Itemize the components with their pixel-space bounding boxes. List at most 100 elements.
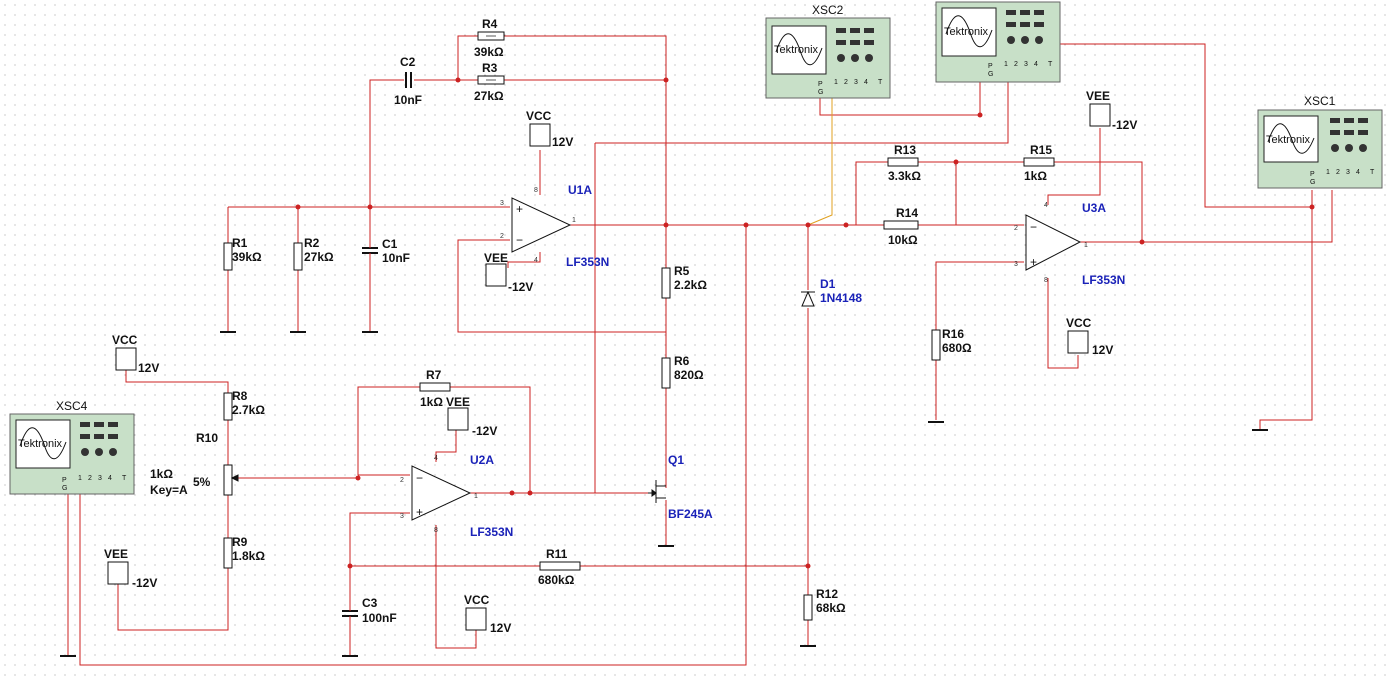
- potentiometer-wiper[interactable]: [230, 474, 239, 482]
- svg-text:G: G: [1310, 179, 1315, 186]
- capacitor-c2[interactable]: [405, 72, 412, 88]
- svg-text:4: 4: [1356, 169, 1360, 176]
- c1-value: 10nF: [382, 251, 410, 265]
- resistor-r15-body[interactable]: [1023, 157, 1055, 167]
- svg-text:G: G: [62, 485, 67, 492]
- svg-text:1: 1: [1326, 169, 1330, 176]
- r9-value: 1.8kΩ: [232, 549, 265, 563]
- resistor-r6-body[interactable]: [661, 357, 671, 389]
- svg-text:3: 3: [1346, 169, 1350, 176]
- d1-ref: D1: [820, 277, 836, 291]
- vcc-source-u1a[interactable]: [529, 123, 551, 147]
- svg-text:−: −: [1030, 220, 1037, 234]
- svg-text:T: T: [1048, 61, 1053, 68]
- resistor-r12-body[interactable]: [803, 594, 813, 621]
- resistor-r1-body[interactable]: [223, 242, 233, 271]
- oscilloscope-xsc2[interactable]: Tektronix P G 1 2 3 4 T: [765, 17, 891, 99]
- r13-ref: R13: [894, 143, 916, 157]
- resistor-r9-body[interactable]: [223, 537, 233, 569]
- svg-text:8: 8: [434, 527, 438, 534]
- r10-value: 1kΩ: [150, 467, 173, 481]
- resistor-r7-body[interactable]: [419, 382, 451, 392]
- r14-value: 10kΩ: [888, 233, 918, 247]
- vee-source-u1a[interactable]: [485, 263, 507, 287]
- vcc-source-r8[interactable]: [115, 347, 137, 371]
- u3a-part: LF353N: [1082, 273, 1125, 287]
- c2-ref: C2: [400, 55, 416, 69]
- svg-text:−: −: [416, 471, 423, 485]
- r8-value: 2.7kΩ: [232, 403, 265, 417]
- diode-d1[interactable]: [801, 290, 815, 307]
- svg-text:1: 1: [78, 475, 82, 482]
- vee-source-r9[interactable]: [107, 561, 129, 585]
- vee-source-u2a[interactable]: [447, 407, 469, 431]
- svg-text:3: 3: [1014, 261, 1018, 268]
- c2-value: 10nF: [394, 93, 422, 107]
- r1-ref: R1: [232, 236, 248, 250]
- oscilloscope-xsc1[interactable]: Tektronix P G 1 2 3 4 T: [1257, 109, 1383, 189]
- r3-value: 27kΩ: [474, 89, 504, 103]
- resistor-r2-body[interactable]: [293, 242, 303, 271]
- vee-source-u3a[interactable]: [1089, 103, 1111, 127]
- opamp-u3a[interactable]: − + 2 3 1 4 8: [1014, 202, 1088, 284]
- resistor-r13-body[interactable]: [887, 157, 919, 167]
- u2a-part: LF353N: [470, 525, 513, 539]
- vcc-value-u1a: 12V: [552, 135, 573, 149]
- svg-text:P: P: [1310, 171, 1315, 178]
- r10-ref: R10: [196, 431, 218, 445]
- oscilloscope-xsc3[interactable]: Tektronix P G 1 2 3 4 T: [935, 1, 1061, 83]
- r7-ref: R7: [426, 368, 442, 382]
- svg-text:1: 1: [834, 79, 838, 86]
- r10-percent: 5%: [193, 475, 211, 489]
- c3-value: 100nF: [362, 611, 397, 625]
- svg-text:1: 1: [572, 217, 576, 224]
- oscilloscope-xsc4[interactable]: Tektronix P G 1 2 3 4 T: [9, 413, 135, 495]
- r5-value: 2.2kΩ: [674, 278, 707, 292]
- r1-value: 39kΩ: [232, 250, 262, 264]
- r12-value: 68kΩ: [816, 601, 846, 615]
- svg-text:4: 4: [1034, 61, 1038, 68]
- r16-ref: R16: [942, 327, 964, 341]
- vee-value-u1a: -12V: [508, 280, 533, 294]
- transistor-q1[interactable]: [648, 480, 666, 503]
- u1a-part: LF353N: [566, 255, 609, 269]
- resistor-r16-body[interactable]: [931, 329, 941, 361]
- opamp-u2a[interactable]: − + 2 3 1 4 8: [400, 455, 478, 534]
- q1-ref: Q1: [668, 453, 684, 467]
- svg-text:1: 1: [1084, 242, 1088, 249]
- svg-text:2: 2: [88, 475, 92, 482]
- resistor-r14-body[interactable]: [883, 220, 919, 230]
- r15-ref: R15: [1030, 143, 1052, 157]
- svg-text:3: 3: [400, 513, 404, 520]
- vcc-source-u3a[interactable]: [1067, 330, 1089, 354]
- svg-text:3: 3: [1024, 61, 1028, 68]
- svg-text:2: 2: [844, 79, 848, 86]
- svg-text:P: P: [62, 477, 67, 484]
- svg-text:+: +: [1030, 255, 1037, 269]
- r6-ref: R6: [674, 354, 690, 368]
- svg-text:8: 8: [1044, 277, 1048, 284]
- svg-text:+: +: [516, 202, 523, 216]
- vcc-label-u3a: VCC: [1066, 316, 1092, 330]
- vcc-source-u2a[interactable]: [465, 607, 487, 631]
- svg-text:2: 2: [500, 233, 504, 240]
- grounds: [60, 331, 1268, 657]
- resistor-r10-body[interactable]: [223, 464, 233, 496]
- resistor-r11-body[interactable]: [539, 561, 581, 571]
- vcc-value-u2a: 12V: [490, 621, 511, 635]
- svg-text:−: −: [516, 233, 523, 247]
- resistor-r5-body[interactable]: [661, 267, 671, 299]
- r10-key: Key=A: [150, 483, 188, 497]
- vcc-value-u3a: 12V: [1092, 343, 1113, 357]
- r13-value: 3.3kΩ: [888, 169, 921, 183]
- svg-text:G: G: [818, 89, 823, 96]
- u1a-ref: U1A: [568, 183, 592, 197]
- vee-label-r9: VEE: [104, 547, 128, 561]
- r12-ref: R12: [816, 587, 838, 601]
- opamp-u1a[interactable]: + − 3 2 1 8 4: [500, 187, 576, 264]
- u3a-ref: U3A: [1082, 201, 1106, 215]
- resistor-r8-body[interactable]: [223, 392, 233, 421]
- svg-text:T: T: [878, 79, 883, 86]
- scope-xsc1-label: XSC1: [1304, 94, 1336, 108]
- r16-value: 680Ω: [942, 341, 972, 355]
